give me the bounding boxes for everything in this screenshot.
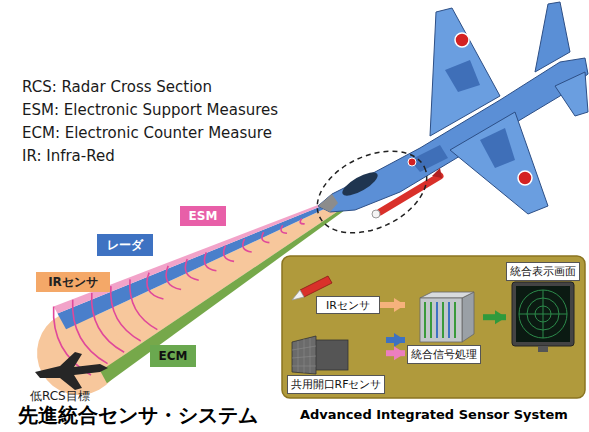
diagram-caption: Advanced Integrated Sensor System: [300, 407, 568, 422]
pulse-arc: [161, 266, 181, 294]
abbreviation-note: IR: Infra-Red: [22, 147, 115, 165]
scope-ring: [519, 290, 567, 338]
ir-tag: IRセンサ: [36, 272, 110, 292]
camo-patch: [480, 128, 515, 168]
ir-seeker-icon: [292, 290, 304, 300]
connector-arrow: [386, 346, 405, 360]
connector-line: [386, 350, 405, 356]
ir-sensor-icon: [300, 276, 332, 297]
pulse-arc: [141, 273, 163, 304]
grid-line: [292, 366, 316, 367]
ecm-tag: ECM: [150, 345, 196, 367]
nose-cone: [318, 194, 338, 212]
camo-patch: [410, 145, 448, 172]
pulse-arc: [181, 259, 199, 284]
arrow-head: [394, 346, 405, 360]
grid-line: [298, 341, 299, 372]
card: [436, 302, 438, 338]
processor-unit: 統合信号処理: [405, 292, 483, 364]
node-text: 統合表示画面: [506, 262, 580, 281]
display-stand: [538, 346, 548, 352]
radar-tag: レーダ: [97, 234, 153, 256]
roundel: [455, 33, 469, 47]
card: [454, 302, 456, 338]
connector-arrow: [386, 333, 405, 347]
rf-aperture: [292, 336, 316, 374]
card: [430, 302, 432, 338]
node-text: ESM: [189, 209, 218, 223]
arrow-head: [495, 310, 506, 324]
target-aircraft: [35, 352, 108, 390]
pulse-arc: [102, 286, 141, 346]
arrow-head: [394, 298, 405, 312]
rack-top: [420, 292, 474, 298]
rf-array-grid: [292, 338, 316, 373]
node-text: IRセンサ: [326, 298, 370, 313]
radar-scope: [519, 290, 567, 338]
node-text: レーダ: [107, 237, 143, 254]
connector-arrow: [380, 298, 405, 312]
rack-side: [462, 292, 474, 342]
node-text: ECM: [159, 349, 188, 363]
card: [442, 302, 444, 338]
display-frame: [512, 282, 574, 346]
missile-body: [380, 176, 440, 212]
card: [448, 302, 450, 338]
connector-line: [386, 337, 405, 343]
node-text: IRセンサ: [48, 274, 98, 291]
connector-arrow: [483, 310, 506, 324]
grid-line: [292, 346, 316, 350]
target-label: 低RCS目標: [30, 388, 90, 405]
pulse-arc: [122, 279, 158, 334]
grid-line: [292, 356, 316, 358]
radar-pulses: [43, 182, 319, 381]
pulse-arc: [240, 239, 252, 255]
esm-tag: ESM: [180, 206, 226, 226]
roundel: [408, 158, 416, 166]
card: [424, 302, 426, 338]
arrow-head: [394, 333, 405, 347]
camo-patch: [445, 60, 480, 92]
scope-axis: [543, 290, 544, 338]
rf-sensor-unit: 共用開口RFセンサ: [286, 334, 386, 394]
horizontal-tail: [555, 72, 588, 116]
fighter-aircraft: [318, 2, 588, 214]
fuselage: [318, 58, 588, 212]
lower-wing: [450, 112, 548, 214]
missile-seeker: [372, 210, 380, 218]
sensor-beam: [17, 163, 363, 410]
missile-fin: [432, 168, 442, 178]
pulse-arc: [260, 232, 270, 245]
grid-line: [310, 338, 311, 373]
diagram-title: 先進統合センサ・システム: [18, 402, 258, 429]
node-text: 統合信号処理: [407, 345, 481, 364]
abbreviation-note: ECM: Electronic Counter Measure: [22, 124, 272, 142]
rack-front: [420, 298, 462, 342]
canopy: [339, 168, 381, 200]
grid-line: [304, 339, 305, 373]
pulse-arc: [279, 225, 287, 235]
pulse-arc: [299, 219, 305, 226]
connector-line: [380, 302, 405, 308]
inset-panel: [282, 256, 585, 398]
abbreviation-note: ESM: Electronic Support Measures: [22, 101, 278, 119]
rf-sensor-back: [314, 340, 348, 370]
rack-cards: [425, 302, 455, 338]
display-unit: 統合表示画面: [506, 262, 580, 362]
display-screen: [516, 286, 570, 342]
connector-line: [483, 314, 506, 320]
abbreviation-note: RCS: Radar Cross Section: [22, 78, 212, 96]
component-label: IRセンサ: [316, 296, 380, 314]
focus-ellipse: [304, 135, 440, 249]
pulse-arc: [220, 246, 234, 265]
roundel: [518, 171, 532, 185]
node-text: 共用開口RFセンサ: [287, 375, 386, 394]
pulse-arc: [200, 252, 216, 274]
